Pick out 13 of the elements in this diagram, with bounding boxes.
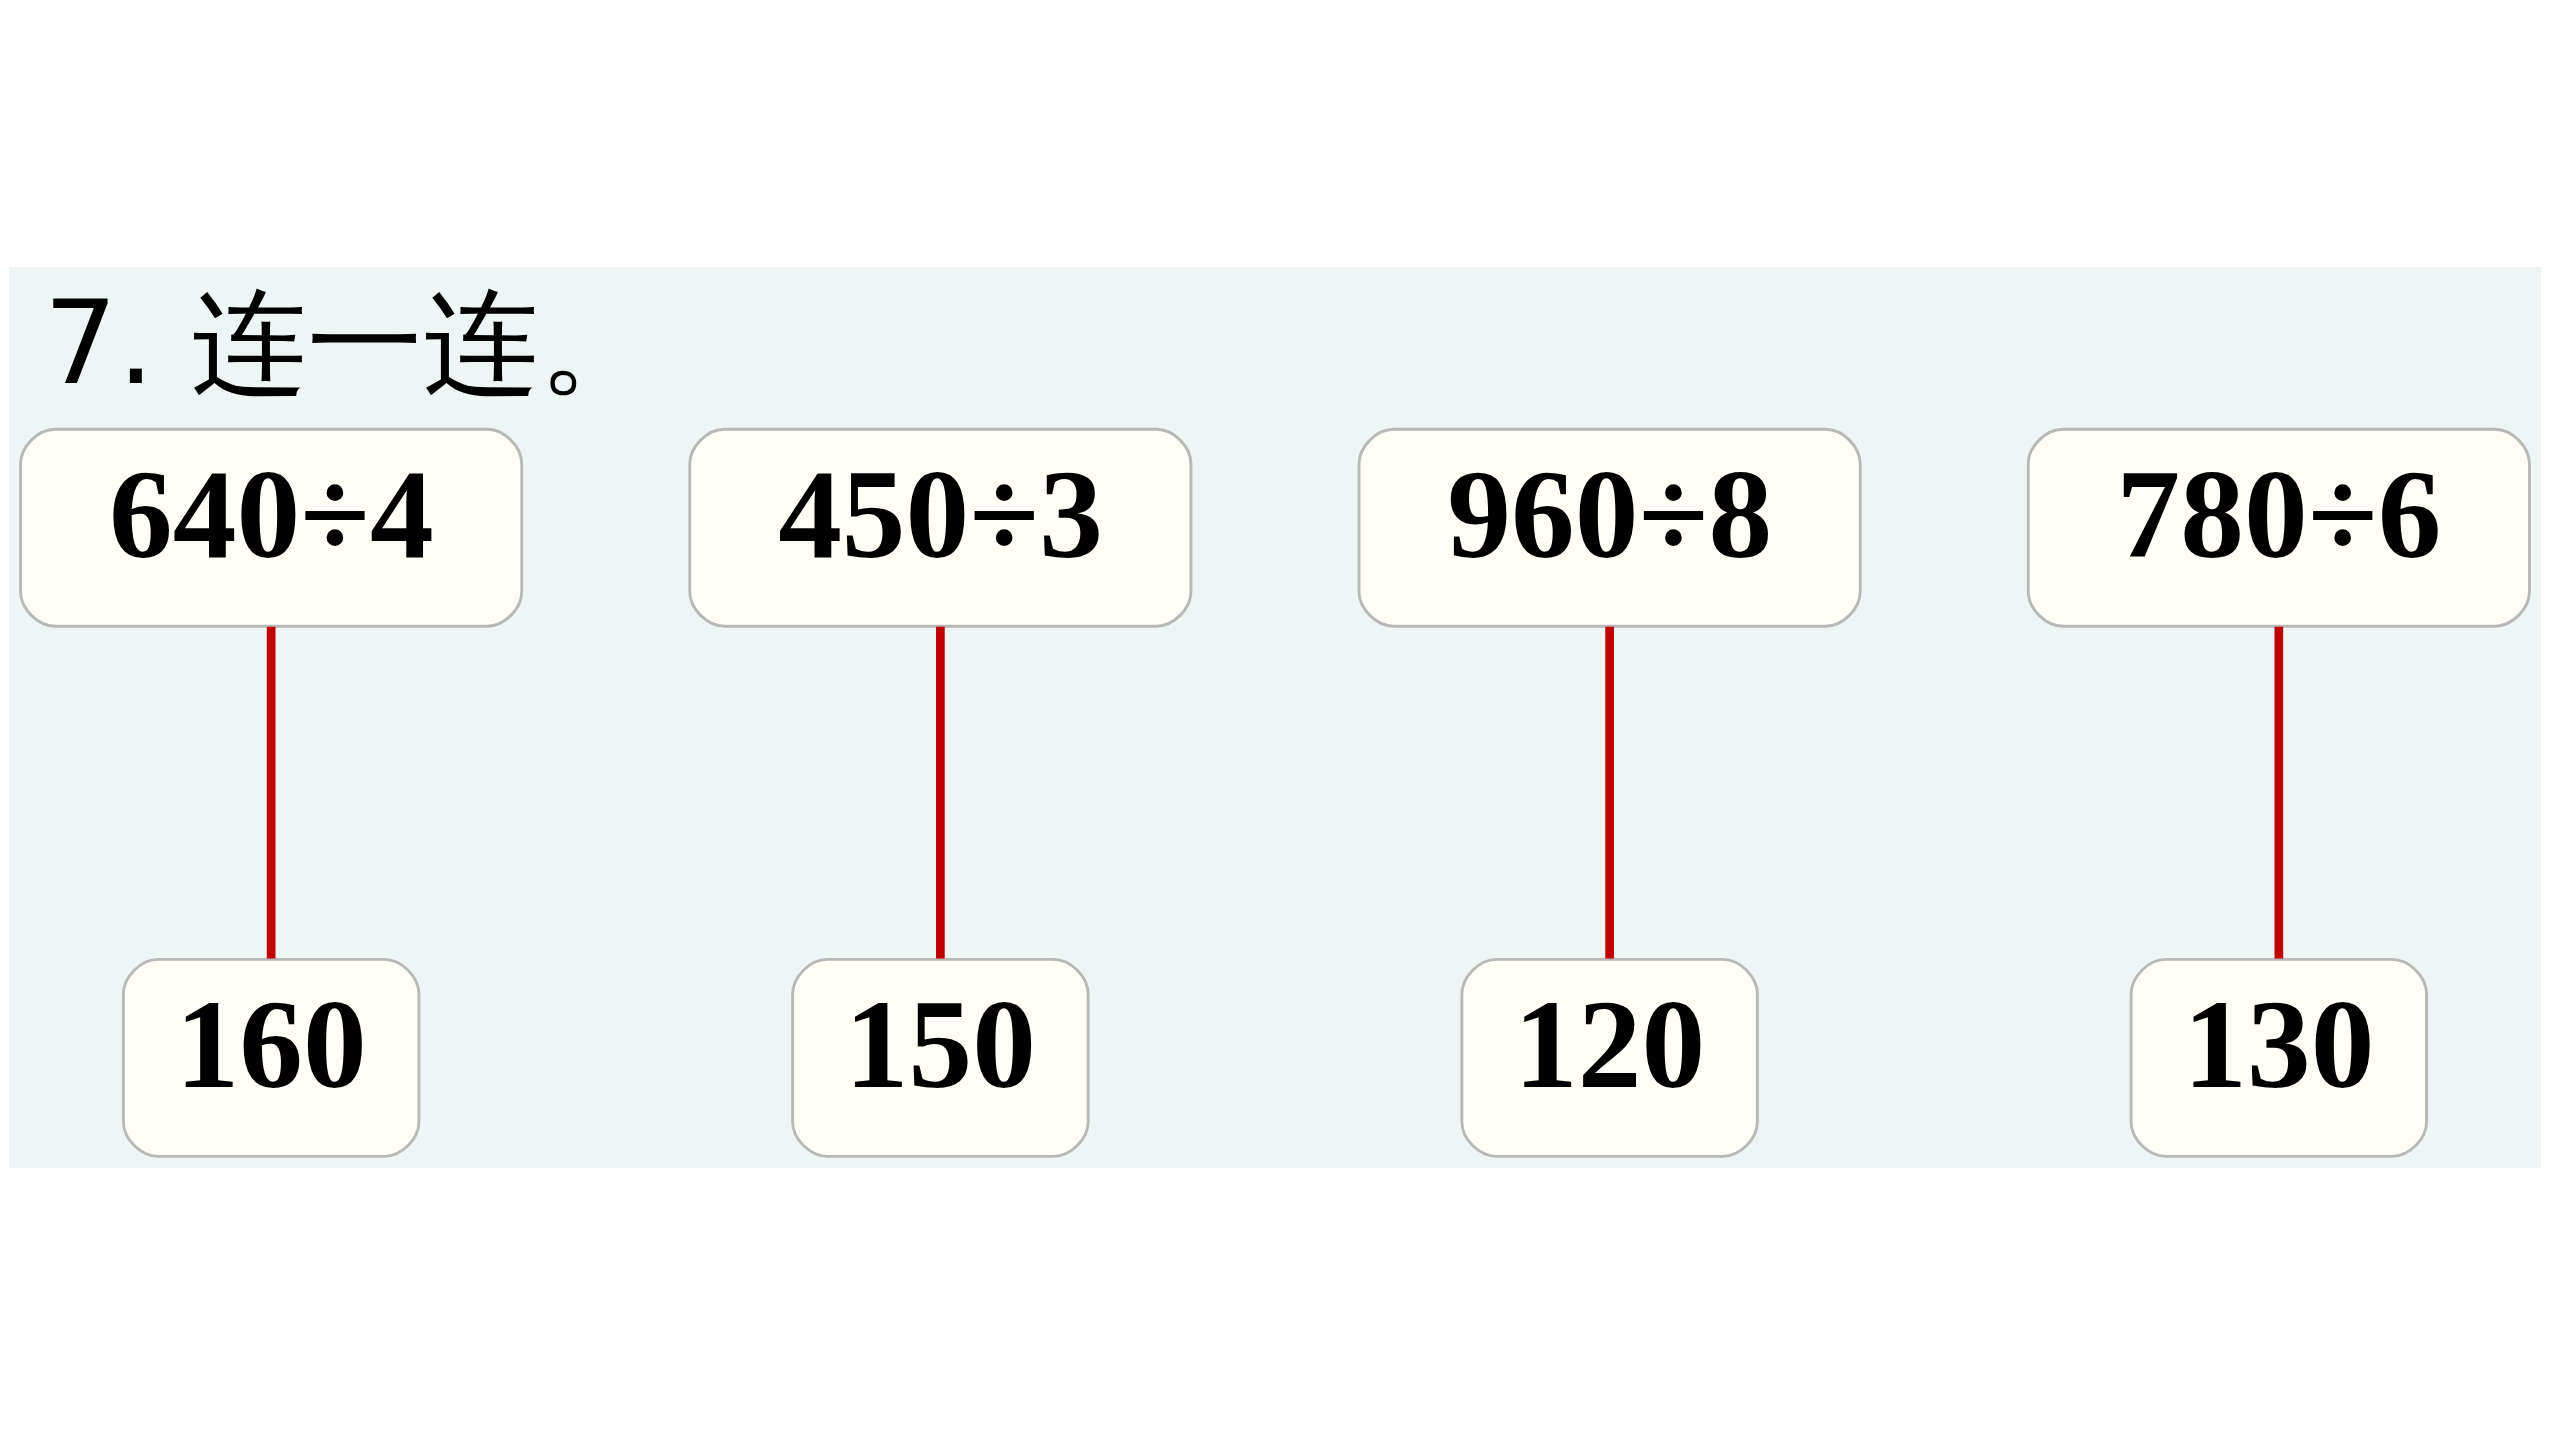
connector [266,626,276,959]
node-box: 120 [1460,957,1759,1158]
node-box: 780÷6 [2026,427,2531,628]
node-box: 640÷4 [19,427,524,628]
node-box: 130 [2129,957,2429,1158]
node-box: 150 [791,957,1090,1158]
diagram-title: 7. 连一连。 [43,274,656,410]
connector [1605,626,1614,959]
node-box: 960÷8 [1357,427,1862,628]
node-box: 160 [121,957,421,1158]
connector [936,626,945,959]
connector [2274,626,2284,959]
node-box: 450÷3 [688,427,1193,628]
